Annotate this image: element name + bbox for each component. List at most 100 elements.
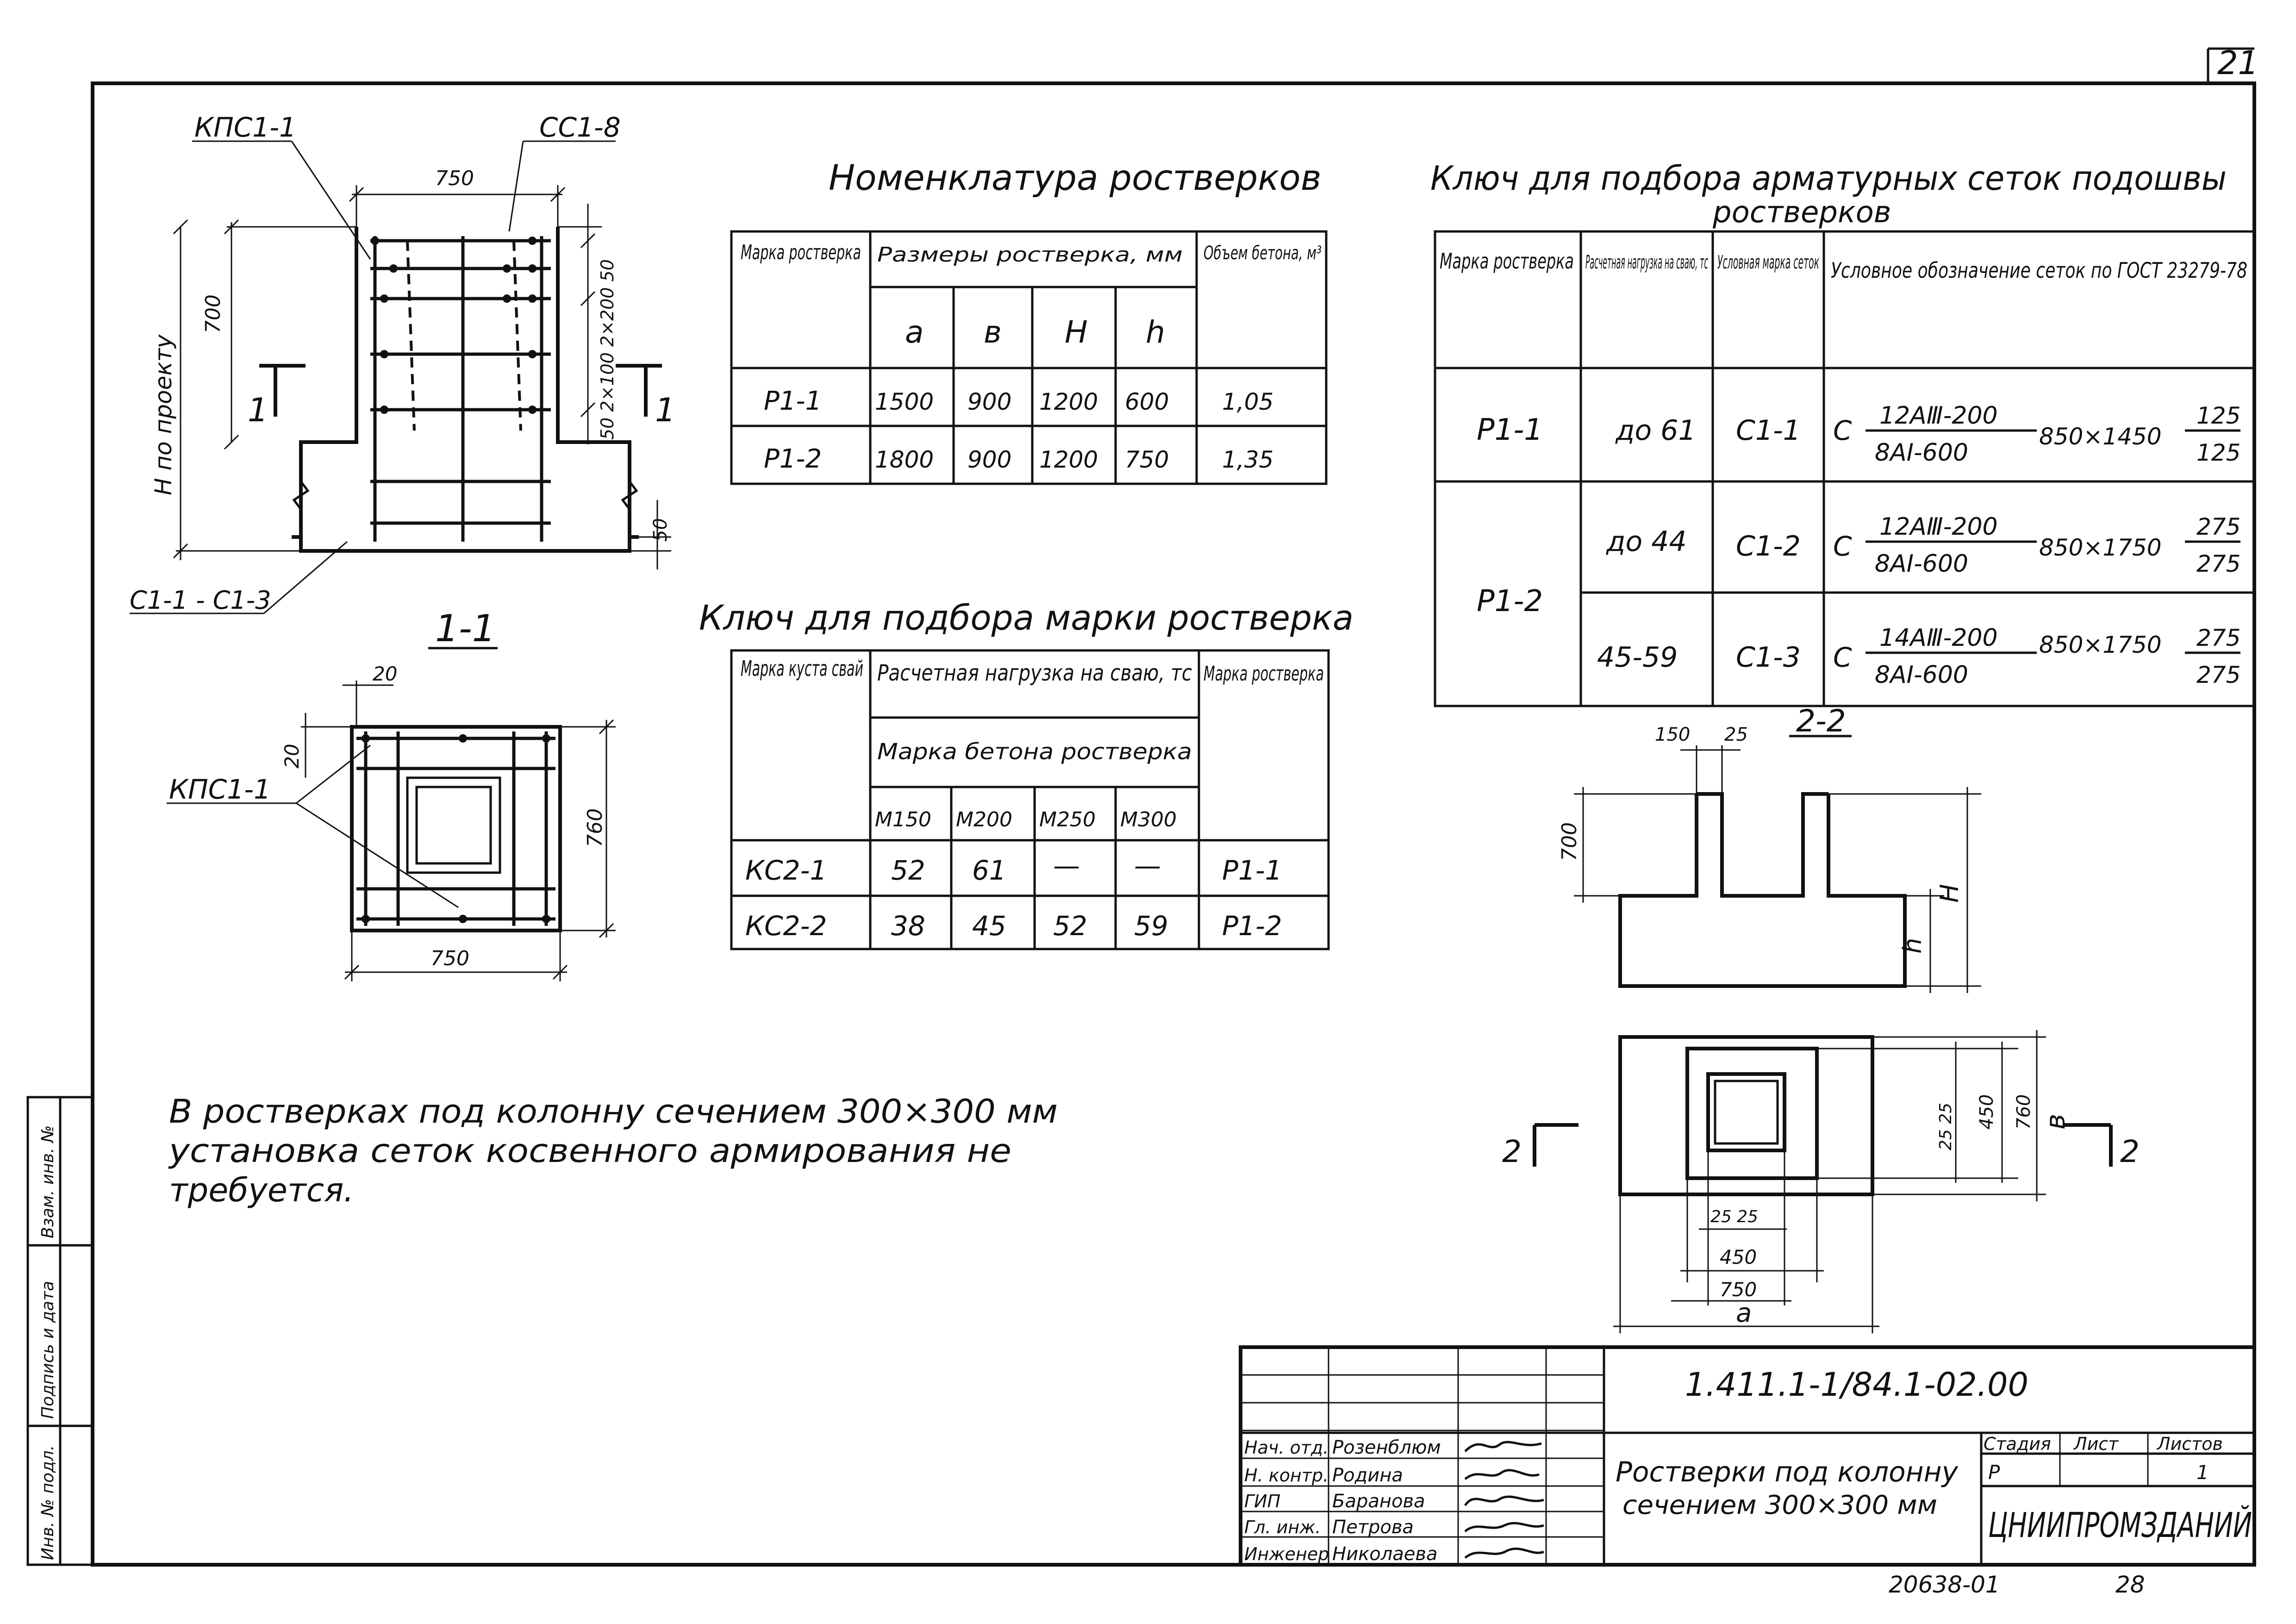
- table-cell: —: [1134, 850, 1161, 881]
- section-1-1-title: 1-1: [435, 607, 496, 650]
- table-cell: Р1-1: [1222, 855, 1282, 886]
- dim-25-25-h: 25 25: [1710, 1207, 1758, 1226]
- name: Родина: [1332, 1465, 1403, 1486]
- nom-h-H: Н: [1065, 314, 1088, 350]
- km-grade-3: М250: [1039, 808, 1096, 831]
- table-cell: С1-1: [1736, 414, 1801, 447]
- table-cell: 750: [1125, 446, 1169, 473]
- signatures: Нач. отд. Н. контр. ГИП Гл. инж. Инженер…: [1244, 1437, 1544, 1565]
- km-grade-1: М150: [875, 808, 931, 831]
- table-cell: 900: [967, 446, 1011, 473]
- table-cell: Р1-2: [1222, 910, 1282, 942]
- dim-20-left: 20: [281, 744, 303, 768]
- dim-450-v: 450: [1976, 1094, 1997, 1130]
- table-cell: 1800: [875, 446, 934, 473]
- mesh-h-mark: Марка ростверка: [1440, 249, 1574, 274]
- km-row-2: КС2-2 38 45 52 59 Р1-2: [745, 910, 1282, 942]
- table-cell: 52: [1053, 910, 1087, 942]
- key-mark-title: Ключ для подбора марки ростверка: [699, 598, 1354, 638]
- nom-h-sizes: Размеры ростверка, мм: [877, 243, 1183, 267]
- table-cell: 1,35: [1222, 446, 1273, 473]
- table-cell: 850×1750: [2039, 631, 2162, 658]
- table-cell: 125: [2196, 402, 2240, 429]
- table-cell: КС2-2: [745, 910, 827, 942]
- dim-150: 150: [1655, 724, 1690, 745]
- nom-h-mark: Марка ростверка: [741, 241, 861, 264]
- table-cell: С: [1833, 531, 1852, 562]
- h-by-project: Н по проекту: [150, 334, 177, 495]
- table-cell: 850×1750: [2039, 534, 2162, 561]
- signature-scribble: [1464, 1441, 1542, 1452]
- mesh-r1-mark: Р1-1: [1477, 413, 1543, 447]
- note-block: В ростверках под колонну сечением 300×30…: [168, 1093, 1058, 1209]
- doc-code: 1.411.1-1/84.1-02.00: [1685, 1366, 2028, 1404]
- side-stamp-replace: Взам. инв. №: [38, 1125, 57, 1238]
- table-cell: 1200: [1039, 388, 1098, 415]
- km-h-result: Марка ростверка: [1204, 662, 1324, 686]
- table-cell: 275: [2196, 550, 2240, 577]
- mesh-row-3: 45-59 С1-3 С 14АⅢ-200 8АⅠ-600 850×1750 2…: [1597, 624, 2240, 689]
- name: Баранова: [1332, 1491, 1425, 1512]
- role: ГИП: [1244, 1491, 1280, 1512]
- sheets-header: Листов: [2156, 1434, 2223, 1454]
- table-cell: Р1-1: [764, 386, 822, 416]
- table-cell: Р1-2: [764, 444, 822, 474]
- nom-row-1: Р1-1 1500 900 1200 600 1,05: [764, 386, 1273, 416]
- mesh-r2-mark: Р1-2: [1477, 584, 1543, 618]
- role: Инженер: [1244, 1544, 1329, 1564]
- dim-a-h: а: [1736, 1298, 1752, 1328]
- side-stamp-inv: Инв. № подл.: [38, 1445, 57, 1560]
- table-cell: 59: [1134, 910, 1168, 942]
- mesh-row-2: до 44 С1-2 С 12АⅢ-200 8АⅠ-600 850×1750 2…: [1606, 513, 2240, 578]
- dim-760-v: 760: [2013, 1094, 2034, 1130]
- dim-25: 25: [1724, 724, 1748, 745]
- label-kps-top: КПС1-1: [194, 112, 296, 143]
- note-line-3: требуется.: [169, 1171, 354, 1209]
- table-cell: 1500: [875, 388, 934, 415]
- dim-H: Н: [1935, 884, 1964, 903]
- table-cell: до 61: [1615, 414, 1696, 447]
- dim-700-left: 700: [201, 294, 225, 333]
- mesh-row-1: до 61 С1-1 С 12АⅢ-200 8АⅠ-600 850×1450 1…: [1615, 402, 2240, 467]
- role: Гл. инж.: [1244, 1517, 1321, 1537]
- table-cell: 12АⅢ-200: [1879, 402, 1998, 430]
- table-cell: 8АⅠ-600: [1875, 661, 1968, 689]
- right-dimension-chain: 50 2×100 2×200 50: [597, 259, 618, 440]
- sheet-number: 21: [2217, 44, 2259, 82]
- note-line-1: В ростверках под колонну сечением 300×30…: [169, 1093, 1058, 1131]
- table-cell: до 44: [1606, 525, 1687, 558]
- role: Н. контр.: [1244, 1465, 1329, 1486]
- table-cell: С1-3: [1736, 641, 1801, 674]
- sheets-value: 1: [2196, 1461, 2209, 1484]
- mesh-h-desig: Условное обозначение сеток по ГОСТ 23279…: [1831, 258, 2247, 283]
- table-cell: —: [1053, 850, 1080, 881]
- table-cell: 275: [2196, 625, 2240, 651]
- table-cell: С: [1833, 415, 1852, 446]
- dim-750-h: 750: [1720, 1278, 1757, 1301]
- plan-sec-2-left: 2: [1502, 1134, 1522, 1169]
- dim-50: 50: [650, 518, 671, 542]
- km-row-1: КС2-1 52 61 — — Р1-1: [745, 850, 1282, 886]
- sheet-frame: [91, 81, 2256, 1567]
- dim-750-top: 750: [435, 167, 474, 190]
- table-cell: С: [1833, 642, 1852, 673]
- signature-scribble: [1464, 1522, 1544, 1532]
- dim-750-bottom: 750: [430, 947, 469, 970]
- table-cell: 14АⅢ-200: [1879, 624, 1998, 652]
- dim-760: 760: [583, 808, 607, 847]
- table-cell: 52: [891, 855, 925, 886]
- km-grade-4: М300: [1120, 808, 1177, 831]
- section-2-2-title: 2-2: [1796, 703, 1846, 739]
- doc-title-2: сечением 300×300 мм: [1622, 1490, 1937, 1520]
- nom-h-b: в: [984, 314, 1002, 350]
- nom-h-volume: Объем бетона, м³: [1204, 243, 1322, 264]
- note-line-2: установка сеток косвенного армирования н…: [168, 1132, 1011, 1170]
- signature-scribble: [1464, 1469, 1540, 1480]
- table-cell: 45-59: [1597, 641, 1678, 674]
- footer-page: 28: [2115, 1571, 2145, 1598]
- table-cell: 12АⅢ-200: [1879, 513, 1998, 541]
- dim-h: h: [1898, 938, 1927, 954]
- key-mesh-table: Ключ для подбора арматурных сеток подошв…: [1430, 159, 2256, 707]
- table-cell: 275: [2196, 662, 2240, 688]
